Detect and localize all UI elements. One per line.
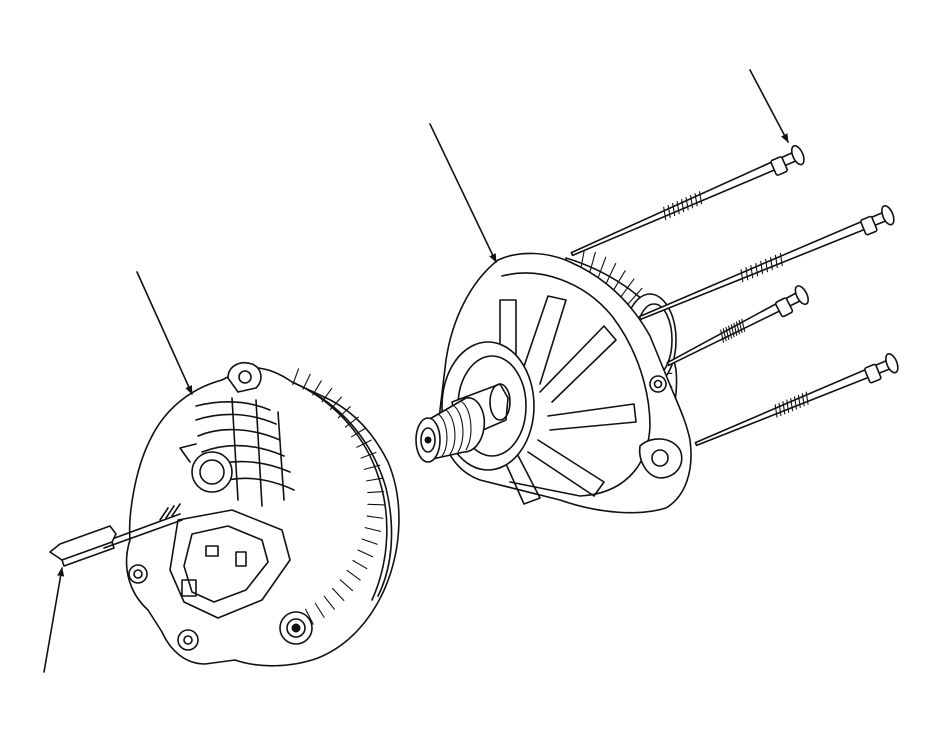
callout-arrow-terminal bbox=[44, 567, 65, 672]
through-bolts bbox=[571, 144, 900, 445]
rear-housing-body bbox=[127, 368, 399, 666]
bolt-thread bbox=[775, 392, 808, 417]
through-bolt-1 bbox=[571, 144, 806, 255]
through-bolt-3 bbox=[667, 284, 810, 365]
rear-cooling-ring bbox=[292, 382, 387, 600]
bolt-flange bbox=[879, 204, 896, 226]
terminal-connector bbox=[50, 526, 116, 560]
front-housing-assembly bbox=[416, 249, 691, 513]
rectifier-plate bbox=[170, 510, 290, 618]
bolt-thread bbox=[664, 192, 702, 220]
rear-bearing-boss bbox=[192, 452, 232, 492]
bolt-hex-head bbox=[860, 216, 877, 235]
bolt-flange bbox=[789, 144, 806, 166]
lead-wire bbox=[104, 514, 180, 542]
rear-bolt-boss-left bbox=[178, 630, 198, 650]
bolt-flange bbox=[793, 284, 811, 306]
through-bolt-4 bbox=[695, 352, 900, 445]
bolt-hex-head bbox=[770, 156, 787, 175]
drive-pulley bbox=[428, 398, 484, 460]
cooling-fan-spokes bbox=[498, 296, 636, 504]
front-mount-ear-upper bbox=[650, 376, 666, 392]
callout-arrow-front-housing bbox=[430, 124, 496, 263]
bolt-thread bbox=[741, 253, 782, 282]
front-mount-ear-lower bbox=[640, 439, 682, 478]
callout-arrow-bolt bbox=[750, 70, 788, 142]
bolt-flange bbox=[883, 352, 900, 374]
terminal-block bbox=[182, 580, 196, 596]
bolt-thread bbox=[721, 319, 745, 342]
rear-housing-assembly bbox=[50, 363, 399, 666]
through-bolt-2 bbox=[639, 204, 896, 319]
rear-mount-hole-top bbox=[239, 371, 251, 383]
bolt-hex-head bbox=[864, 364, 881, 383]
callout-arrow-rear-housing bbox=[137, 272, 192, 395]
bolt-hex-head bbox=[775, 297, 793, 317]
callout-arrows bbox=[44, 70, 788, 672]
rear-mount-ear-left bbox=[129, 565, 147, 583]
